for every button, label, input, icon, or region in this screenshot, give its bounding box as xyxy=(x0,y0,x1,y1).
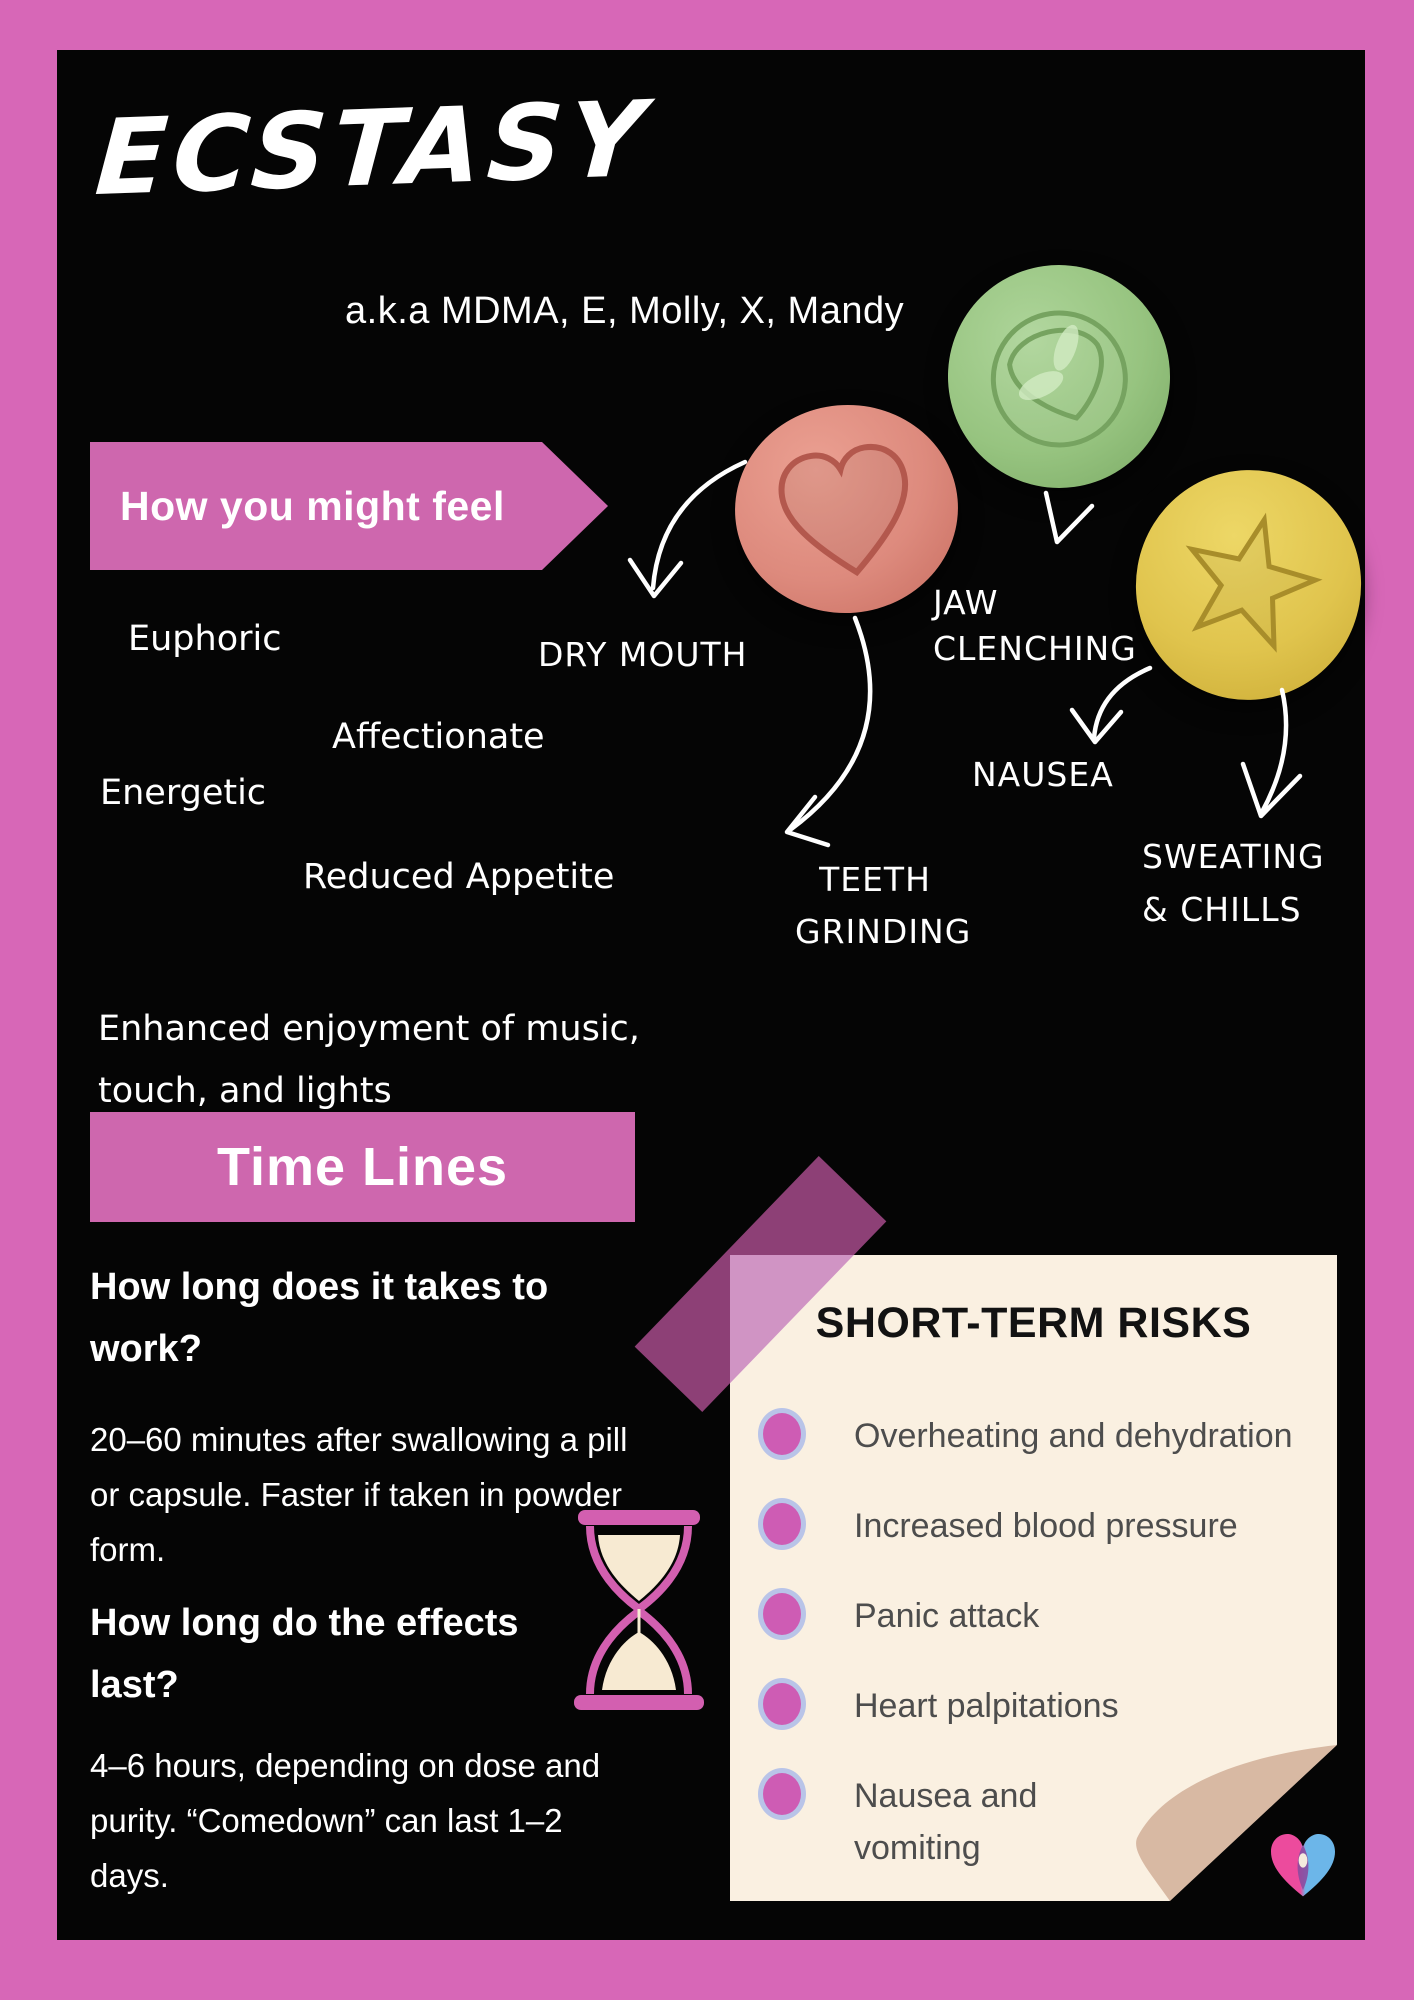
feeling-label: Reduced Appetite xyxy=(303,857,615,897)
question-how-long-effects-last: How long do the effects last? xyxy=(90,1602,519,1706)
alien-stamp-icon xyxy=(990,310,1128,448)
time-lines-banner: Time Lines xyxy=(90,1112,635,1222)
risk-label: Heart palpitations xyxy=(854,1687,1119,1725)
bullet-icon xyxy=(758,1408,806,1460)
bullet-icon xyxy=(758,1768,806,1820)
star-pill-image xyxy=(1117,452,1380,718)
question-how-long-to-work: How long does it takes to work? xyxy=(90,1266,549,1370)
answer-how-long-to-work: 20–60 minutes after swallowing a pill or… xyxy=(90,1421,628,1568)
bullet-icon xyxy=(758,1498,806,1550)
page-title: ECSTASY xyxy=(91,77,655,220)
risk-item: Panic attack xyxy=(758,1588,1039,1642)
hourglass-icon xyxy=(574,1510,704,1710)
effect-label-dry-mouth: DRY MOUTH xyxy=(538,635,748,674)
banner-arrow-tip xyxy=(542,442,608,570)
risk-label: Increased blood pressure xyxy=(854,1507,1238,1545)
bullet-icon xyxy=(758,1678,806,1730)
heart-stamp-icon xyxy=(778,443,909,577)
risk-item: Nausea and vomiting xyxy=(758,1768,1037,1874)
effect-label-jaw-clenching: JAW CLENCHING xyxy=(933,583,1137,668)
how-you-might-feel-banner: How you might feel xyxy=(90,442,608,570)
feeling-label: Euphoric xyxy=(128,619,282,659)
effect-label-sweating-chills: SWEATING & CHILLS xyxy=(1142,837,1325,929)
risk-label: Nausea and vomiting xyxy=(854,1777,1038,1867)
risk-item: Heart palpitations xyxy=(758,1678,1119,1732)
risk-label: Overheating and dehydration xyxy=(854,1417,1293,1455)
risks-title: SHORT-TERM RISKS xyxy=(815,1299,1252,1347)
effect-label-nausea: NAUSEA xyxy=(972,755,1114,794)
page-subtitle: a.k.a MDMA, E, Molly, X, Mandy xyxy=(345,290,905,332)
bullet-icon xyxy=(758,1588,806,1640)
answer-how-long-effects-last: 4–6 hours, depending on dose and purity.… xyxy=(90,1747,601,1894)
feeling-label: Enhanced enjoyment of music, touch, and … xyxy=(98,1009,640,1111)
banner-label: How you might feel xyxy=(120,482,505,529)
star-stamp-icon xyxy=(1185,512,1323,653)
risk-label: Panic attack xyxy=(854,1597,1040,1635)
risk-item: Increased blood pressure xyxy=(758,1498,1238,1552)
short-term-risks-note: SHORT-TERM RISKS Overheating and dehydra… xyxy=(730,1255,1337,1901)
alien-pill-image xyxy=(933,250,1185,503)
feeling-label: Energetic xyxy=(100,773,267,813)
heart-pill-image xyxy=(726,395,967,623)
page-curl xyxy=(1136,1745,1337,1901)
banner-label: Time Lines xyxy=(216,1137,509,1197)
risk-item: Overheating and dehydration xyxy=(758,1408,1293,1462)
effect-label-teeth-grinding: TEETH GRINDING xyxy=(795,860,972,951)
feeling-label: Affectionate xyxy=(332,717,545,757)
org-logo-icon xyxy=(1271,1834,1335,1897)
